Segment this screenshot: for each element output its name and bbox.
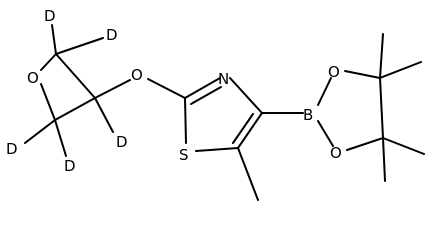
bond-oether-c2thz (147, 78, 186, 99)
bond-c1-o (40, 53, 57, 71)
bond-ctop-cbottom (379, 77, 384, 139)
deuterium-bonds (24, 24, 114, 157)
bond-c1-d1 (51, 24, 57, 55)
bond-c3-d4 (54, 119, 67, 157)
pinacol-methyls (379, 33, 425, 182)
molecule-svg: D D O D D D O N S B O O (6, 7, 425, 201)
bond-c4-c5 (237, 112, 263, 149)
bond-c2-n-double (190, 86, 222, 105)
bond-c3-d3 (24, 119, 56, 144)
bond-c2-oether (94, 79, 131, 99)
bond-cbottom-me3 (382, 137, 425, 155)
bond-c5-methyl (237, 147, 259, 201)
atom-d4: D (64, 157, 76, 175)
atom-d5: D (116, 133, 128, 151)
bond-ctop-me1 (379, 33, 384, 79)
molecule-structure-diagram: D D O D D D O N S B O O (6, 7, 425, 201)
bond-otop-ctop (344, 70, 381, 79)
bond-n-c4 (229, 77, 263, 114)
atom-d1: D (44, 7, 56, 25)
atom-d2: D (106, 26, 118, 44)
bond-c2-d5 (94, 97, 114, 133)
bond-c4-c5-double (232, 113, 254, 144)
bond-obottom-cbottom (346, 137, 384, 151)
bond-c1-d2 (55, 37, 104, 55)
bond-b-obottom (317, 120, 334, 147)
atom-o-ether: O (131, 66, 143, 84)
bond-c2-c1 (55, 53, 96, 99)
bond-c3-c2 (54, 97, 96, 121)
bond-ctop-me2 (379, 61, 422, 79)
bond-c2-n (184, 77, 221, 99)
atom-o-boronate-top: O (328, 63, 340, 81)
bond-b-otop (317, 77, 332, 106)
bond-cbottom-me4 (382, 137, 386, 182)
atom-s: S (179, 146, 189, 164)
atom-o-oxetane: O (27, 69, 39, 87)
atom-b: B (303, 106, 313, 124)
dioxaborolane-ring (317, 70, 384, 151)
atom-o-boronate-bottom: O (330, 144, 342, 162)
thiazole-ring (184, 77, 263, 152)
bond-o-c3 (40, 83, 56, 121)
atom-n: N (218, 70, 229, 88)
atom-d3: D (6, 140, 18, 158)
bond-c5-s (195, 147, 239, 152)
oxetane-ring (40, 53, 96, 121)
bond-s-c2 (184, 97, 187, 144)
ether-linkage (94, 78, 186, 99)
